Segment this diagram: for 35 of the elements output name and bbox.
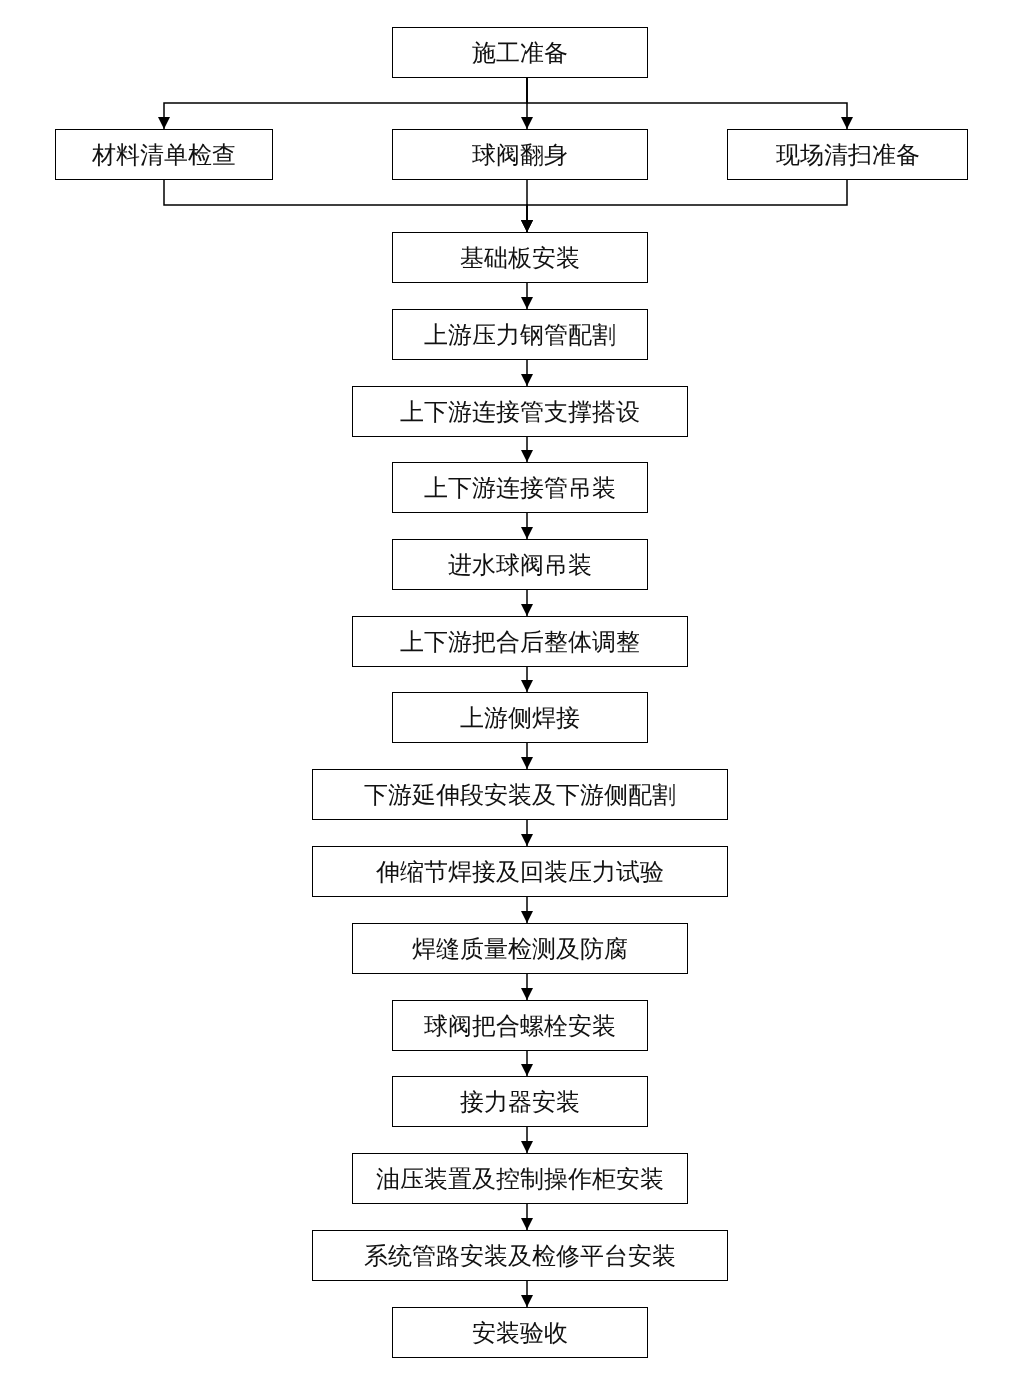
process-box: 上下游把合后整体调整: [352, 616, 688, 667]
arrow: [521, 1126, 533, 1154]
process-box: 上游压力钢管配割: [392, 309, 648, 360]
arrow: [521, 179, 848, 233]
arrow: [521, 1280, 533, 1308]
arrow: [521, 512, 533, 540]
arrow: [521, 666, 533, 693]
arrow: [521, 1050, 533, 1077]
process-box: 焊缝质量检测及防腐: [352, 923, 688, 974]
process-box: 球阀把合螺栓安装: [392, 1000, 648, 1051]
process-box: 材料清单检查: [55, 129, 273, 180]
process-box: 伸缩节焊接及回装压力试验: [312, 846, 728, 897]
process-box: 接力器安装: [392, 1076, 648, 1127]
arrow: [521, 742, 533, 770]
arrow: [521, 589, 533, 617]
arrow: [521, 359, 533, 387]
process-box: 油压装置及控制操作柜安装: [352, 1153, 688, 1204]
process-box: 上下游连接管支撑搭设: [352, 386, 688, 437]
process-box: 上下游连接管吊装: [392, 462, 648, 513]
process-box: 系统管路安装及检修平台安装: [312, 1230, 728, 1281]
arrow: [521, 436, 533, 463]
arrow: [521, 896, 533, 924]
process-box: 上游侧焊接: [392, 692, 648, 743]
process-box: 下游延伸段安装及下游侧配割: [312, 769, 728, 820]
process-box: 进水球阀吊装: [392, 539, 648, 590]
process-box: 施工准备: [392, 27, 648, 78]
process-box: 现场清扫准备: [727, 129, 968, 180]
process-box: 基础板安装: [392, 232, 648, 283]
arrow: [521, 819, 533, 847]
process-box: 球阀翻身: [392, 129, 648, 180]
arrow: [526, 77, 853, 130]
arrow: [521, 282, 533, 310]
arrow: [521, 973, 533, 1001]
arrow: [521, 1203, 533, 1231]
process-box: 安装验收: [392, 1307, 648, 1358]
